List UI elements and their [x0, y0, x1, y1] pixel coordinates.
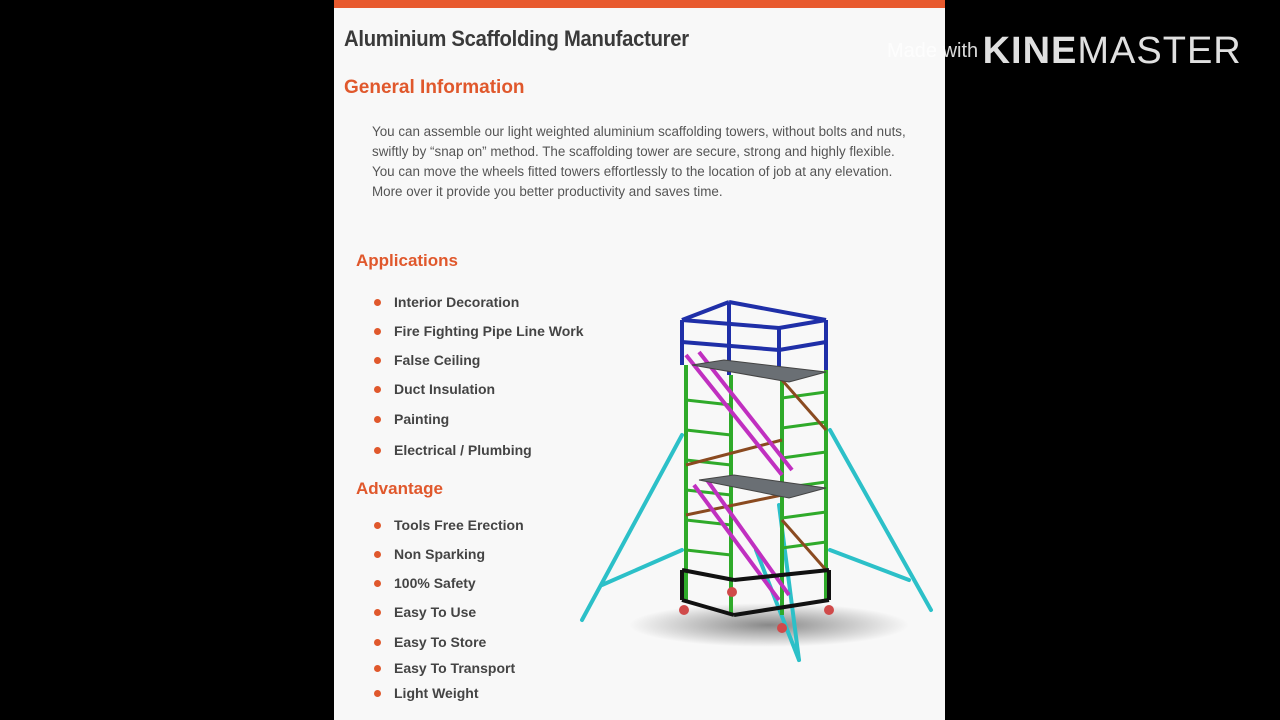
- kinemaster-watermark: Made with KINEMASTER: [887, 30, 1242, 73]
- page-title: Aluminium Scaffolding Manufacturer: [344, 26, 689, 51]
- bullet-dot-icon: [374, 608, 381, 616]
- watermark-brand-bold: KINE: [982, 30, 1078, 72]
- general-information-text: You can assemble our light weighted alum…: [372, 124, 906, 199]
- advantage-heading: Advantage: [356, 479, 443, 498]
- bullet-dot-icon: [374, 638, 381, 646]
- bullet-dot-icon: [374, 550, 381, 558]
- list-item: Duct Insulation: [374, 381, 495, 397]
- list-item: 100% Safety: [374, 575, 476, 591]
- list-item: Fire Fighting Pipe Line Work: [374, 323, 584, 339]
- list-item: Easy To Transport: [374, 660, 515, 676]
- list-item: Easy To Use: [374, 604, 476, 620]
- bullet-dot-icon: [374, 689, 381, 697]
- list-item: Tools Free Erection: [374, 517, 524, 533]
- bullet-dot-icon: [374, 356, 381, 364]
- applications-heading: Applications: [356, 251, 459, 270]
- list-item: Easy To Store: [374, 634, 486, 650]
- bullet-dot-icon: [374, 521, 381, 529]
- list-item: Non Sparking: [374, 546, 485, 562]
- bullet-dot-icon: [374, 385, 381, 393]
- list-item: Electrical / Plumbing: [374, 442, 532, 458]
- general-information-heading: General Information: [344, 77, 525, 98]
- list-item: Interior Decoration: [374, 294, 519, 310]
- bullet-dot-icon: [374, 298, 381, 306]
- list-item: Painting: [374, 411, 449, 427]
- bullet-dot-icon: [374, 664, 381, 672]
- scaffolding-tower-image: [580, 300, 933, 662]
- bullet-dot-icon: [374, 415, 381, 423]
- bullet-dot-icon: [374, 446, 381, 454]
- top-accent-bar: [334, 0, 945, 8]
- list-item: Light Weight: [374, 685, 479, 701]
- list-item: False Ceiling: [374, 352, 480, 368]
- watermark-made-with: Made with: [887, 40, 979, 62]
- watermark-brand-light: MASTER: [1077, 30, 1242, 72]
- bullet-dot-icon: [374, 579, 381, 587]
- bullet-dot-icon: [374, 327, 381, 335]
- document-page: Aluminium Scaffolding Manufacturer Gener…: [334, 0, 945, 720]
